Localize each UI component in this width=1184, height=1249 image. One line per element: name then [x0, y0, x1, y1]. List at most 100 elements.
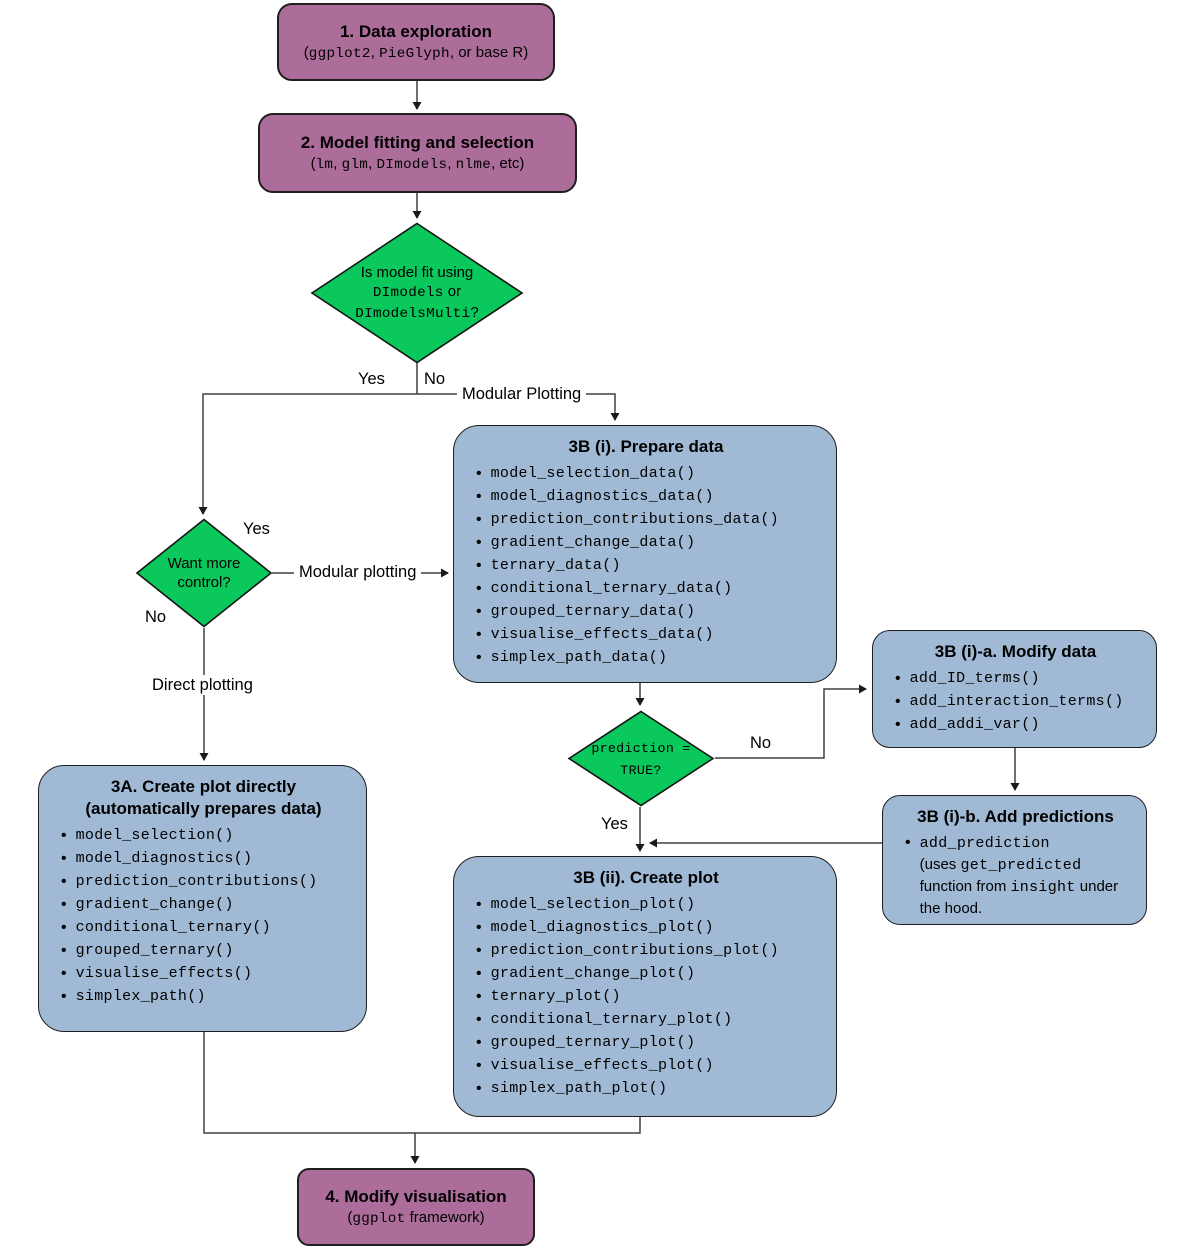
- text-segment: lm: [315, 156, 334, 173]
- edge-decision3-no: [715, 684, 867, 759]
- list-item-text: simplex_path_plot(): [490, 1080, 668, 1097]
- list-item: visualise_effects_plot(): [472, 1054, 826, 1077]
- list-item-text: add_addi_var(): [909, 716, 1040, 733]
- list-item-text: prediction_contributions_plot(): [490, 942, 779, 959]
- function-list: model_selection() model_diagnostics()pred…: [51, 824, 356, 1008]
- text-segment: , etc): [491, 154, 525, 172]
- edge-label-yes: Yes: [243, 520, 270, 538]
- list-item: grouped_ternary(): [57, 939, 356, 962]
- diamond-shape: [567, 710, 715, 807]
- edge-label-no: No: [424, 370, 446, 388]
- node-subtitle: (ggplot framework): [347, 1208, 484, 1229]
- list-item-text: model_diagnostics_data(): [490, 488, 714, 505]
- function-list: model_selection_data() model_diagnostics_…: [466, 462, 826, 669]
- node-subtitle: (lm, glm, DImodels, nlme, etc): [311, 154, 525, 175]
- text-segment: DImodels: [376, 156, 448, 173]
- diamond-shape: [135, 518, 273, 628]
- node-title: 1. Data exploration: [339, 21, 493, 41]
- text-segment: or: [443, 282, 462, 300]
- node-title: 4. Modify visualisation: [325, 1186, 507, 1206]
- function-list: model_selection_plot() model_diagnostics_…: [466, 893, 826, 1100]
- node-title: 3B (i)-a. Modify data: [934, 642, 1097, 661]
- list-item-text: ternary_plot(): [490, 988, 621, 1005]
- text-segment: ?: [470, 303, 479, 321]
- list-item: simplex_path_plot(): [472, 1077, 826, 1100]
- node-add-predictions: 3B (i)-b. Add predictions add_prediction…: [882, 795, 1147, 925]
- text-segment: ggplot: [352, 1210, 406, 1227]
- text-segment: add_prediction: [919, 835, 1050, 852]
- list-item: model_diagnostics(): [57, 847, 356, 870]
- list-item: grouped_ternary_data(): [472, 600, 826, 623]
- list-item-text: grouped_ternary_plot(): [490, 1034, 696, 1051]
- list-item: add_interaction_terms(): [891, 690, 1146, 713]
- text-segment: prediction = TRUE?: [591, 740, 691, 778]
- edge-merge-bottom: [203, 1032, 641, 1134]
- node-prepare-data: 3B (i). Prepare data model_selection_dat…: [453, 425, 837, 683]
- list-item: gradient_change_data(): [472, 531, 826, 554]
- list-item-text: model_selection(): [75, 827, 234, 844]
- node-title: 3B (i)-b. Add predictions: [917, 807, 1114, 826]
- list-item-text: add_prediction (uses get_predicted funct…: [920, 832, 1136, 919]
- list-item: conditional_ternary_plot(): [472, 1008, 826, 1031]
- node-title: 3B (i). Prepare data: [568, 437, 724, 456]
- list-item-text: add_interaction_terms(): [909, 693, 1124, 710]
- text-segment: , or base R): [449, 43, 529, 61]
- list-item: conditional_ternary_data(): [472, 577, 826, 600]
- list-item: model_selection_data(): [472, 462, 826, 485]
- node-model-fitting: 2. Model fitting and selection (lm, glm,…: [258, 113, 577, 193]
- function-list: add_prediction (uses get_predicted funct…: [895, 832, 1136, 919]
- text-segment: get_predicted: [960, 857, 1082, 874]
- node-modify-visualisation: 4. Modify visualisation (ggplot framewor…: [297, 1168, 535, 1246]
- list-item: ternary_data(): [472, 554, 826, 577]
- node-title: 2. Model fitting and selection: [300, 132, 535, 152]
- node-title: 3B (ii). Create plot: [573, 868, 719, 887]
- list-item-text: prediction_contributions(): [75, 873, 318, 890]
- list-item-text: visualise_effects_plot(): [490, 1057, 714, 1074]
- diamond-shape: [310, 222, 524, 364]
- decision-prediction: prediction = TRUE?: [567, 710, 715, 807]
- edge-decision1-yes: [198, 363, 418, 515]
- function-list: add_ID_terms() add_interaction_terms()add…: [885, 667, 1146, 736]
- text-segment: nlme: [455, 156, 492, 173]
- edge-label-no: No: [145, 608, 167, 626]
- list-item: visualise_effects(): [57, 962, 356, 985]
- text-segment: Want more control?: [167, 555, 241, 591]
- list-item-text: grouped_ternary(): [75, 942, 234, 959]
- list-item-text: visualise_effects_data(): [490, 626, 714, 643]
- decision-label: Is model fit using DImodels or DImodelsM…: [310, 222, 524, 364]
- text-segment: (: [303, 43, 309, 61]
- list-item: prediction_contributions(): [57, 870, 356, 893]
- node-title-line2: (automatically prepares data): [85, 799, 322, 818]
- text-segment: Is model fit using: [360, 263, 474, 281]
- list-item: grouped_ternary_plot(): [472, 1031, 826, 1054]
- list-item: conditional_ternary(): [57, 916, 356, 939]
- decision-label: prediction = TRUE?: [567, 710, 715, 807]
- text-segment: ,: [370, 43, 380, 61]
- list-item-text: simplex_path(): [75, 988, 206, 1005]
- list-item: simplex_path_data(): [472, 646, 826, 669]
- text-segment: (uses: [919, 856, 957, 873]
- list-item-text: visualise_effects(): [75, 965, 253, 982]
- text-segment: ,: [333, 154, 342, 172]
- list-item-text: gradient_change_data(): [490, 534, 696, 551]
- list-item: model_diagnostics_data(): [472, 485, 826, 508]
- node-create-plot-directly: 3A. Create plot directly (automatically …: [38, 765, 367, 1032]
- list-item: add_ID_terms(): [891, 667, 1146, 690]
- list-item: model_diagnostics_plot(): [472, 916, 826, 939]
- text-segment: under the hood.: [919, 878, 1123, 917]
- list-item: model_selection_plot(): [472, 893, 826, 916]
- edge-label-direct-plotting: Direct plotting: [147, 675, 258, 695]
- node-create-plot: 3B (ii). Create plot model_selection_plo…: [453, 856, 837, 1117]
- text-segment: function from: [919, 856, 1086, 895]
- list-item-text: grouped_ternary_data(): [490, 603, 696, 620]
- text-segment: framework): [405, 1208, 485, 1226]
- node-modify-data: 3B (i)-a. Modify data add_ID_terms()add_…: [872, 630, 1157, 748]
- list-item-text: prediction_contributions_data(): [490, 511, 779, 528]
- list-item-text: conditional_ternary_plot(): [490, 1011, 733, 1028]
- list-item: add_addi_var(): [891, 713, 1146, 736]
- decision-label: Want more control?: [135, 518, 273, 628]
- list-item-text: model_diagnostics_plot(): [490, 919, 714, 936]
- edge-label-yes: Yes: [601, 815, 628, 833]
- list-item-text: ternary_data(): [490, 557, 621, 574]
- list-item-text: model_diagnostics(): [75, 850, 253, 867]
